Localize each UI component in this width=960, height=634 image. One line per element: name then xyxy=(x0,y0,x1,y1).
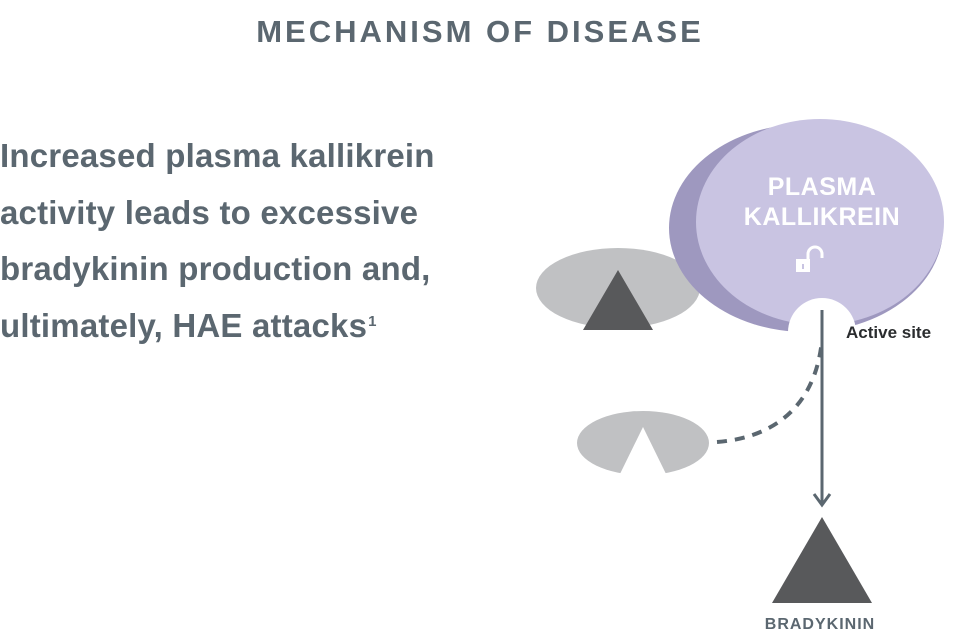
bradykinin-bound-triangle xyxy=(583,270,653,330)
cleavage-path-dashed xyxy=(716,339,824,444)
headline-line-3: bradykinin production and, xyxy=(0,250,431,287)
enzyme-body xyxy=(696,119,944,325)
headline-line-1: Increased plasma kallikrein xyxy=(0,137,435,174)
headline-statement: Increased plasma kallikrein activity lea… xyxy=(0,128,500,354)
kallikrein-label-line-2: KALLIKREIN xyxy=(743,203,901,231)
kallikrein-label-line-1: PLASMA xyxy=(767,173,877,201)
bradykinin-triangle xyxy=(772,517,872,603)
plasma-kallikrein-enzyme xyxy=(669,119,944,332)
headline-line-2: activity leads to excessive xyxy=(0,193,419,231)
headline-line-4: ultimately, HAE attacks1 xyxy=(0,298,500,355)
cleaved-kininogen xyxy=(577,411,709,475)
bradykinin-label: BRADYKININ xyxy=(764,616,876,633)
headline-line-4-text: ultimately, HAE attacks xyxy=(0,306,368,344)
page-title: MECHANISM OF DISEASE xyxy=(256,14,704,49)
cleaved-substrate-ellipse xyxy=(577,411,709,475)
unlocked-padlock-icon xyxy=(796,245,824,272)
footnote-reference: 1 xyxy=(368,312,377,330)
arrow-down-icon xyxy=(812,493,832,508)
active-site-label: Active site xyxy=(846,323,932,342)
plasma-kallikrein-label: PLASMA KALLIKREIN xyxy=(712,172,932,232)
